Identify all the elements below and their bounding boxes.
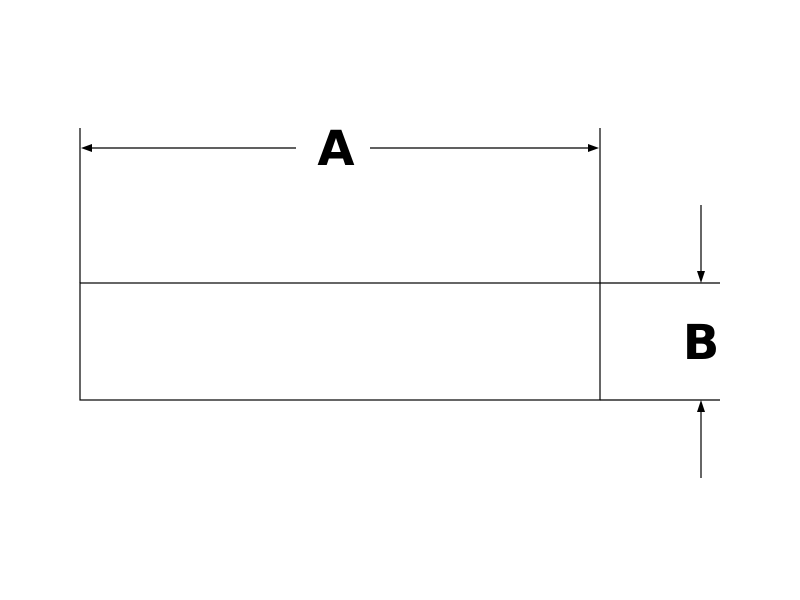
dimension-label-b: B <box>683 315 720 371</box>
arrow-right-icon <box>588 144 599 152</box>
arrow-down-icon <box>697 271 705 283</box>
arrow-up-icon <box>697 400 705 412</box>
arrow-left-icon <box>81 144 92 152</box>
panel-rectangle <box>79 282 601 401</box>
dimension-label-a: A <box>317 121 354 177</box>
